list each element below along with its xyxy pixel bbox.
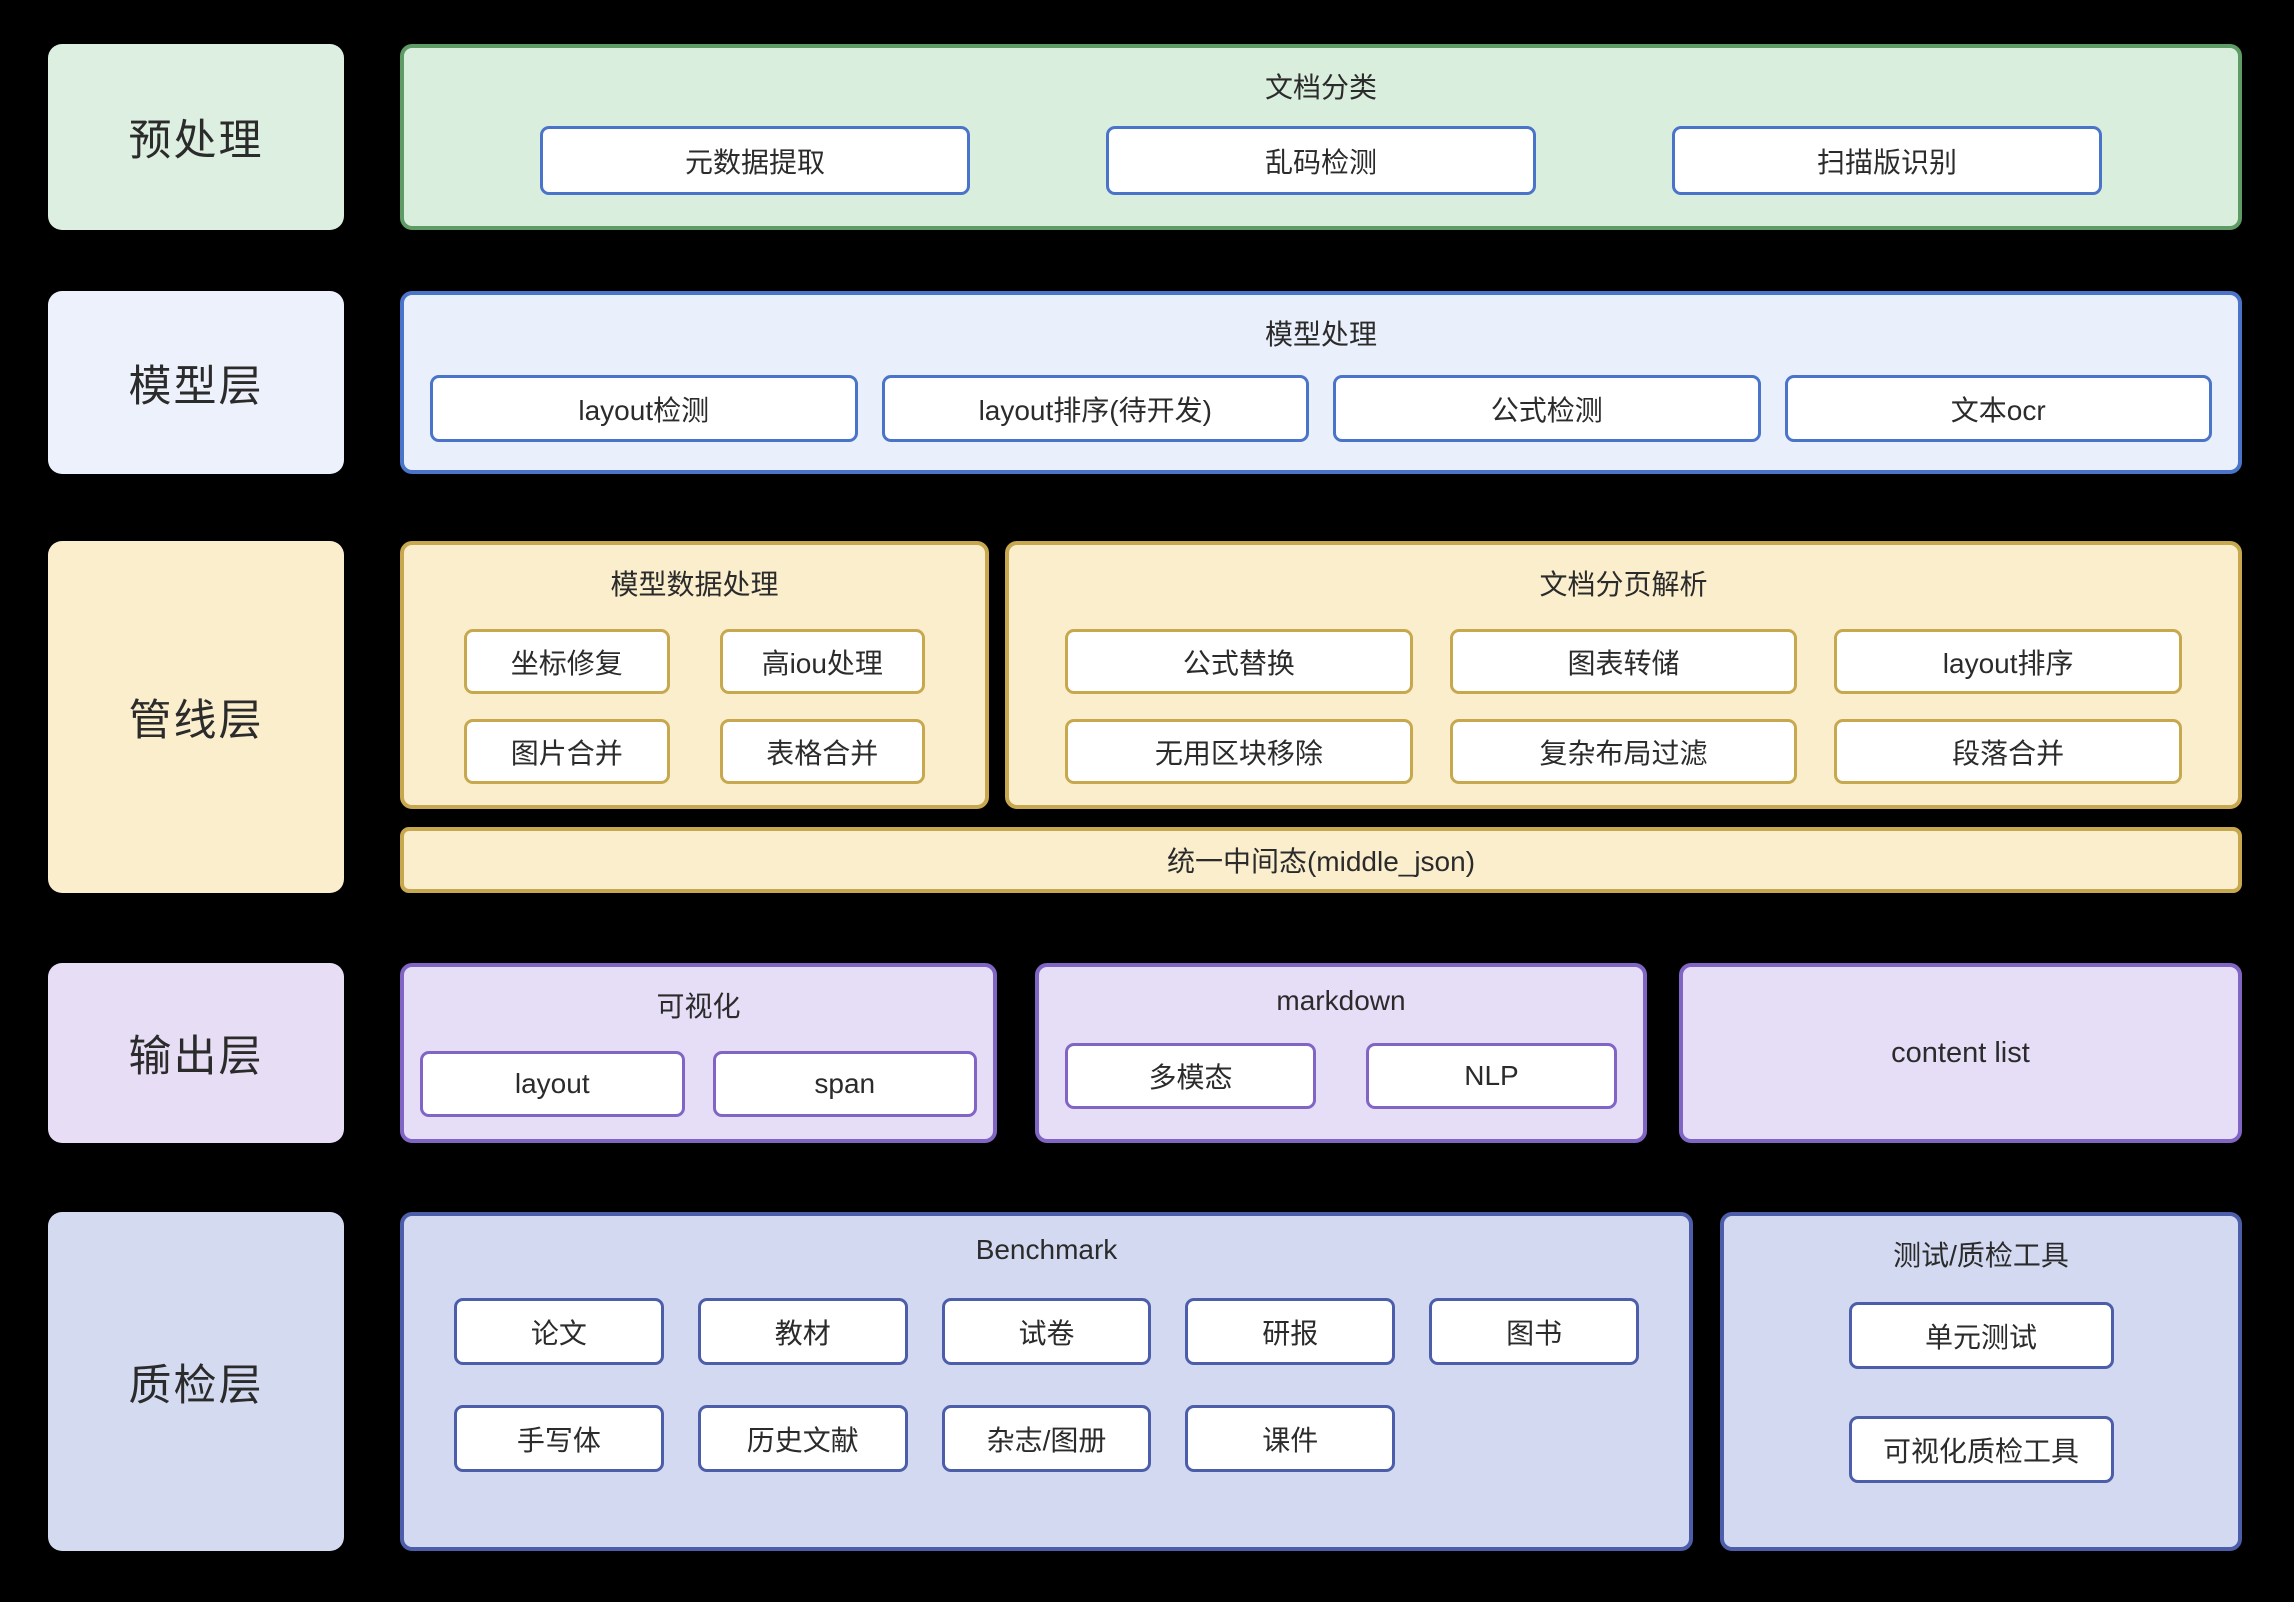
node-chart-dump: 图表转储 bbox=[1449, 629, 1798, 694]
node-visual-qc-tool: 可视化质检工具 bbox=[1848, 1416, 2114, 1483]
node-row-preprocess: 元数据提取 乱码检测 扫描版识别 bbox=[404, 126, 2238, 195]
node-textbook: 教材 bbox=[697, 1298, 908, 1365]
content-list-label: content list bbox=[1891, 1036, 2030, 1069]
group-model-processing: 模型处理 layout检测 layout排序(待开发) 公式检测 文本ocr bbox=[400, 291, 2242, 474]
node-layout-detect: layout检测 bbox=[430, 375, 858, 442]
node-handwriting: 手写体 bbox=[454, 1405, 664, 1472]
pipeline-groups: 模型数据处理 坐标修复 高iou处理 图片合并 表格合并 文档分页解析 公式替换… bbox=[400, 541, 2242, 809]
group-benchmark: Benchmark 论文 教材 试卷 研报 图书 手写体 历史文献 杂志/图册 … bbox=[400, 1212, 1693, 1551]
layer-label-output: 输出层 bbox=[48, 963, 344, 1143]
node-useless-block-remove: 无用区块移除 bbox=[1065, 719, 1413, 784]
layer-label-pipeline-text: 管线层 bbox=[128, 697, 264, 745]
layer-label-output-text: 输出层 bbox=[128, 1033, 264, 1081]
group-title-test-qc-tools: 测试/质检工具 bbox=[1893, 1240, 2069, 1271]
layer-row-qa: 质检层 Benchmark 论文 教材 试卷 研报 图书 手写体 历史文献 杂志… bbox=[48, 1212, 2242, 1551]
layer-row-output: 输出层 可视化 layout span markdown 多模态 NLP con… bbox=[48, 963, 2242, 1143]
node-high-iou: 高iou处理 bbox=[719, 629, 925, 694]
node-complex-layout-filter: 复杂布局过滤 bbox=[1449, 719, 1798, 784]
group-title-model-data-processing: 模型数据处理 bbox=[610, 569, 779, 600]
layer-label-preprocess: 预处理 bbox=[48, 44, 344, 230]
layer-label-preprocess-text: 预处理 bbox=[128, 117, 264, 165]
node-nlp: NLP bbox=[1366, 1043, 1617, 1109]
node-grid-benchmark: 论文 教材 试卷 研报 图书 手写体 历史文献 杂志/图册 课件 bbox=[404, 1298, 1689, 1472]
layer-row-pipeline: 管线层 模型数据处理 坐标修复 高iou处理 图片合并 表格合并 文档分页解析 … bbox=[48, 541, 2242, 893]
node-courseware: 课件 bbox=[1185, 1405, 1396, 1472]
node-formula-detect: 公式检测 bbox=[1333, 375, 1761, 442]
node-layout-sort: layout排序 bbox=[1834, 629, 2182, 694]
node-stack-tools: 单元测试 可视化质检工具 bbox=[1724, 1274, 2238, 1483]
node-grid-page-parse: 公式替换 图表转储 layout排序 无用区块移除 复杂布局过滤 段落合并 bbox=[1009, 629, 2238, 784]
node-exam-paper: 试卷 bbox=[941, 1298, 1152, 1365]
node-layout-sort-todo: layout排序(待开发) bbox=[881, 375, 1309, 442]
node-multimodal: 多模态 bbox=[1065, 1043, 1316, 1109]
group-page-parse: 文档分页解析 公式替换 图表转储 layout排序 无用区块移除 复杂布局过滤 … bbox=[1005, 541, 2242, 809]
node-grid-model-data: 坐标修复 高iou处理 图片合并 表格合并 bbox=[404, 629, 985, 784]
layer-label-qa-text: 质检层 bbox=[128, 1361, 264, 1410]
node-magazine-album: 杂志/图册 bbox=[941, 1405, 1152, 1472]
layer-label-qa: 质检层 bbox=[48, 1212, 344, 1551]
group-test-qc-tools: 测试/质检工具 单元测试 可视化质检工具 bbox=[1720, 1212, 2242, 1551]
node-paragraph-merge: 段落合并 bbox=[1834, 719, 2182, 784]
node-coord-fix: 坐标修复 bbox=[464, 629, 670, 694]
node-scan-recognize: 扫描版识别 bbox=[1672, 126, 2102, 195]
layer-row-model: 模型层 模型处理 layout检测 layout排序(待开发) 公式检测 文本o… bbox=[48, 291, 2242, 474]
node-span: span bbox=[712, 1051, 977, 1117]
layer-label-model-text: 模型层 bbox=[128, 362, 264, 411]
node-text-ocr: 文本ocr bbox=[1784, 375, 2212, 442]
group-model-data-processing: 模型数据处理 坐标修复 高iou处理 图片合并 表格合并 bbox=[400, 541, 989, 809]
node-garbled-detect: 乱码检测 bbox=[1106, 126, 1536, 195]
node-book: 图书 bbox=[1429, 1298, 1639, 1365]
node-row-markdown: 多模态 NLP bbox=[1039, 1043, 1643, 1109]
node-row-model: layout检测 layout排序(待开发) 公式检测 文本ocr bbox=[404, 375, 2238, 442]
node-image-merge: 图片合并 bbox=[464, 719, 670, 784]
node-paper: 论文 bbox=[454, 1298, 664, 1365]
group-content-list: content list bbox=[1679, 963, 2242, 1143]
group-doc-classification: 文档分类 元数据提取 乱码检测 扫描版识别 bbox=[400, 44, 2242, 230]
node-row-visualization: layout span bbox=[404, 1051, 993, 1117]
group-title-markdown: markdown bbox=[1276, 985, 1406, 1016]
group-title-page-parse: 文档分页解析 bbox=[1539, 569, 1708, 600]
middle-json-bar: 统一中间态(middle_json) bbox=[400, 827, 2242, 893]
group-visualization: 可视化 layout span bbox=[400, 963, 997, 1143]
layer-label-model: 模型层 bbox=[48, 291, 344, 474]
group-title-visualization: 可视化 bbox=[656, 991, 741, 1022]
group-title-doc-classification: 文档分类 bbox=[1264, 72, 1377, 103]
node-formula-replace: 公式替换 bbox=[1065, 629, 1413, 694]
group-title-model-processing: 模型处理 bbox=[1264, 319, 1377, 350]
group-title-benchmark: Benchmark bbox=[975, 1234, 1118, 1265]
layer-label-pipeline: 管线层 bbox=[48, 541, 344, 893]
layer-row-preprocess: 预处理 文档分类 元数据提取 乱码检测 扫描版识别 bbox=[48, 44, 2242, 230]
node-research-report: 研报 bbox=[1185, 1298, 1396, 1365]
node-layout: layout bbox=[420, 1051, 685, 1117]
node-historical-literature: 历史文献 bbox=[697, 1405, 908, 1472]
node-metadata-extract: 元数据提取 bbox=[540, 126, 970, 195]
node-unit-test: 单元测试 bbox=[1848, 1302, 2114, 1369]
group-markdown: markdown 多模态 NLP bbox=[1035, 963, 1647, 1143]
node-table-merge: 表格合并 bbox=[719, 719, 925, 784]
